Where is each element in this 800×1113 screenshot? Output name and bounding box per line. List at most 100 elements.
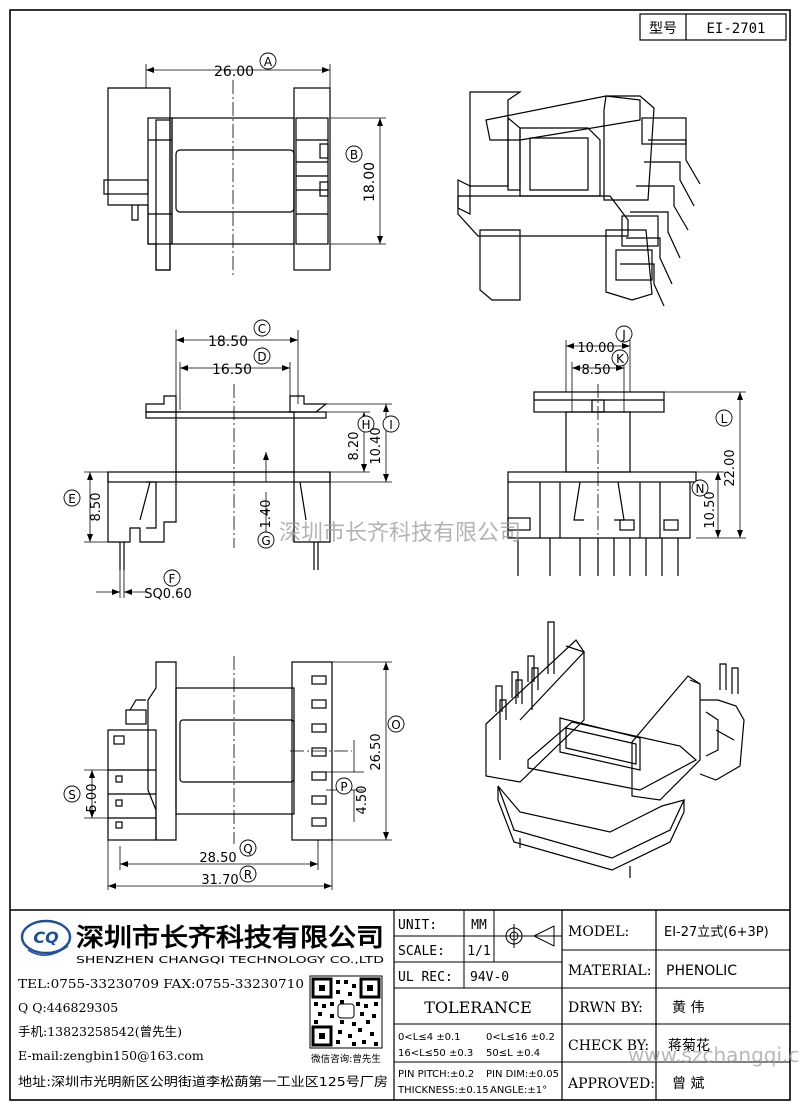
scale-value: 1/1 <box>467 944 490 959</box>
qr-caption: 微信咨询:曾先生 <box>311 1053 381 1065</box>
top-view <box>103 80 331 276</box>
ulrec-label: UL REC: <box>398 970 453 985</box>
center-watermark: 深圳市长齐科技有限公司 <box>279 521 521 546</box>
bottom-watermark: www.szchangqi.cn <box>628 1043 800 1067</box>
bottom-view <box>107 656 352 844</box>
dim-a-value: 26.00 <box>214 64 254 80</box>
tolerance-2: 0<L≤16 ±0.2 <box>486 1032 555 1043</box>
company-address: 地址:深圳市光明新区公明街道李松蓢第一工业区125号厂房 <box>18 1074 388 1089</box>
front-view <box>107 384 331 570</box>
dim-j: 10.00 J <box>565 325 633 392</box>
dim-a: 26.00 A <box>145 52 331 88</box>
dim-r-letter: R <box>244 868 252 882</box>
company-name-en: SHENZHEN CHANGQI TECHNOLOGY CO.,LTD <box>76 955 384 966</box>
approved-label: APPROVED: <box>567 1076 655 1092</box>
material-label: MATERIAL: <box>568 963 651 979</box>
dim-c: 18.50 C <box>175 319 299 404</box>
scale-label: SCALE: <box>398 944 445 959</box>
dim-i-letter: I <box>389 418 393 432</box>
dim-r-value: 31.70 <box>201 873 238 888</box>
dim-l: 22.00 L <box>664 391 746 539</box>
type-value: EI-2701 <box>706 21 765 37</box>
dim-e-value: 8.50 <box>89 493 104 522</box>
company-logo: CQ <box>20 919 72 956</box>
tolerance-7: THICKNESS:±0.15 <box>397 1085 489 1096</box>
company-mobile: 手机:13823258542(曾先生) <box>18 1024 182 1039</box>
type-box: 型号 EI-2701 <box>639 13 787 41</box>
dim-g-letter: G <box>261 534 270 548</box>
dim-d-value: 16.50 <box>212 362 252 378</box>
dim-p-letter: P <box>340 780 347 794</box>
material-value: PHENOLIC <box>666 963 737 979</box>
dim-q: 28.50 Q <box>107 839 319 890</box>
dim-q-value: 28.50 <box>199 851 236 866</box>
model-label: MODEL: <box>568 924 629 940</box>
dim-d-letter: D <box>257 350 266 364</box>
company-email: E-mail:zengbin150@163.com <box>18 1048 204 1063</box>
company-tel: TEL:0755-33230709 FAX:0755-33230710 <box>18 976 304 991</box>
dim-h-value: 8.20 <box>347 432 362 461</box>
tolerance-5: PIN PITCH:±0.2 <box>398 1069 474 1080</box>
dim-j-value: 10.00 <box>577 341 614 356</box>
tolerance-8: ANGLE:±1° <box>490 1085 547 1096</box>
dim-o-letter: O <box>391 718 400 732</box>
dim-k-value: 8.50 <box>582 363 611 378</box>
outer-frame <box>9 9 791 1101</box>
dim-b-value: 18.00 <box>362 162 378 202</box>
check-value: 蒋菊花 <box>668 1038 710 1054</box>
dim-o: 26.50 O <box>332 661 405 841</box>
qr-code-icon <box>309 975 383 1049</box>
tolerance-4: 50≤L ±0.4 <box>486 1048 540 1059</box>
dim-f-value: SQ0.60 <box>144 587 191 602</box>
dim-j-letter: J <box>621 328 626 342</box>
dim-h-letter: H <box>361 418 370 432</box>
dim-p-value: 4.50 <box>355 786 370 815</box>
drawn-label: DRWN BY: <box>568 1000 643 1016</box>
dim-b: 18.00 B <box>330 117 386 245</box>
dim-n-letter: N <box>696 482 705 496</box>
dim-c-value: 18.50 <box>208 334 248 350</box>
approved-value: 曾 斌 <box>672 1076 704 1092</box>
dim-g: 1.40 G <box>257 452 275 549</box>
dim-l-value: 22.00 <box>723 449 738 486</box>
iso-view-top <box>457 91 701 307</box>
dim-f: SQ0.60 F <box>96 569 192 602</box>
side-view <box>507 384 697 576</box>
projection-symbol-icon <box>502 924 555 948</box>
dim-s: 5.00 S <box>63 769 108 819</box>
model-value: EI-27立式(6+3P) <box>664 925 769 940</box>
title-block: UNIT: MM SCALE: 1/1 UL REC: 94V-0 TOLERA… <box>10 909 800 1100</box>
tolerance-1: 0<L≤4 ±0.1 <box>398 1032 461 1043</box>
dim-e: 8.50 E <box>63 471 108 543</box>
tolerance-6: PIN DIM:±0.05 <box>486 1069 559 1080</box>
tolerance-title: TOLERANCE <box>424 998 532 1017</box>
dim-r: 31.70 R <box>108 840 333 890</box>
iso-view-bottom <box>485 621 745 878</box>
dim-c-letter: C <box>258 322 266 336</box>
dim-s-letter: S <box>68 788 76 802</box>
dim-h: 8.20 H <box>326 411 375 473</box>
dim-d: 16.50 D <box>179 347 291 410</box>
dim-i-value: 10.40 <box>369 427 384 464</box>
dim-a-letter: A <box>264 55 273 69</box>
dim-l-letter: L <box>721 412 728 426</box>
ulrec-value: 94V-0 <box>470 970 509 985</box>
company-name-cn: 深圳市长齐科技有限公司 <box>76 923 384 952</box>
dim-i: 10.40 I <box>326 403 400 483</box>
dim-k-letter: K <box>616 352 625 366</box>
check-label: CHECK BY: <box>568 1038 649 1054</box>
type-label: 型号 <box>649 21 677 37</box>
dim-e-letter: E <box>68 492 76 506</box>
dim-f-letter: F <box>169 572 176 586</box>
dim-k: 8.50 K <box>571 349 629 412</box>
unit-value: MM <box>471 918 487 933</box>
logo-text: CQ <box>33 928 59 947</box>
dim-s-value: 5.00 <box>85 784 100 813</box>
unit-label: UNIT: <box>398 918 437 933</box>
drawn-value: 黄 伟 <box>672 999 704 1016</box>
dim-o-value: 26.50 <box>369 733 384 770</box>
dim-n-value: 10.50 <box>703 491 718 528</box>
company-qq: Q Q:446829305 <box>18 1000 118 1015</box>
